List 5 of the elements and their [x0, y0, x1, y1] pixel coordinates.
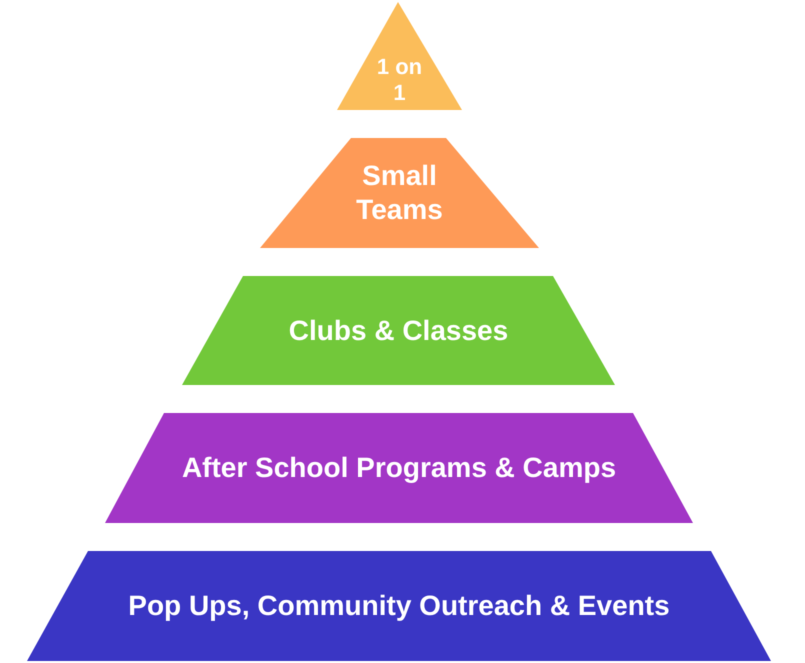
tier-label: Small Teams	[355, 159, 444, 227]
tier-label: 1 on 1	[376, 54, 424, 106]
tier-label: After School Programs & Camps	[180, 451, 618, 485]
tier-label: Clubs & Classes	[288, 314, 510, 348]
tier-label: Pop Ups, Community Outreach & Events	[127, 589, 671, 623]
